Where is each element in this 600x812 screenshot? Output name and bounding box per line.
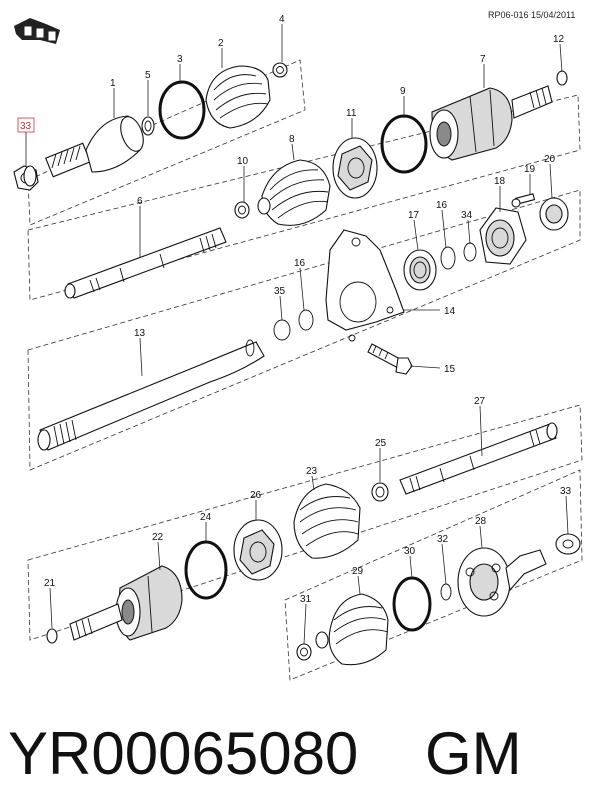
callout-16-lower: 16 [294,258,306,269]
part-2-boot [205,65,271,129]
part-5-clamp [141,116,155,136]
callout-35: 35 [274,286,286,297]
part-4-clamp [272,62,288,78]
callout-3: 3 [177,54,183,65]
callout-21: 21 [44,578,56,589]
part-9-ring [380,114,428,174]
part-26-tripod [233,519,283,581]
panel-outline-4 [27,404,583,641]
part-22-housing [69,565,183,641]
callout-31: 31 [300,594,312,605]
callout-26: 26 [250,490,262,501]
callout-7: 7 [480,54,486,65]
callout-10: 10 [237,156,249,167]
callout-17: 17 [408,210,420,221]
part-25-clamp [371,482,389,502]
callout-4: 4 [279,14,285,25]
callout-27: 27 [474,396,486,407]
panel-outline-1 [27,59,306,226]
callout-8: 8 [289,134,295,145]
front-arrow-icon [14,18,60,44]
callout-32: 32 [437,534,449,545]
callout-30: 30 [404,546,416,557]
callout-13: 13 [134,328,146,339]
part-3-ring [158,80,206,140]
callout-23: 23 [306,466,318,477]
part-13-intermediate-shaft [37,339,265,451]
part-6-shaft [64,227,227,299]
part-28-outer-joint [457,547,547,617]
part-33-nut [13,165,39,191]
callout-15: 15 [444,364,456,375]
part-15-bolt [367,343,413,375]
panel-outline-5 [284,469,583,681]
callout-22: 22 [152,532,164,543]
panel-outline-3 [27,189,581,471]
callout-24: 24 [200,512,212,523]
callout-19: 19 [524,164,536,175]
callout-9: 9 [400,86,406,97]
part-27-shaft [399,422,558,495]
callout-33-lower: 33 [560,486,572,497]
exploded-parts-diagram: RP06-016 15/04/2011 [13,10,583,681]
callout-11: 11 [346,108,357,119]
part-24-ring [184,540,228,600]
callout-14: 14 [444,306,456,317]
part-33-nut-lower [555,533,581,555]
diagram-reference: RP06-016 15/04/2011 [488,10,575,20]
part-35-ring [273,319,291,341]
callout-33-highlight-box [17,117,35,133]
part-17-bearing [403,249,437,291]
callout-6: 6 [137,196,143,207]
callout-12: 12 [553,34,565,45]
callout-16-upper: 16 [436,200,448,211]
callout-2: 2 [218,38,224,49]
part-caption: YR00065080 GM [8,708,598,800]
brand-name: GM [425,720,522,787]
part-16-ring-upper [440,246,456,270]
part-34-ring [463,242,477,262]
callout-labels: 33 1 2 3 4 5 6 7 8 9 10 11 12 13 14 15 1… [17,14,572,605]
callout-34: 34 [461,210,473,221]
part-23-boot [293,483,361,559]
panel-outline-2 [27,94,581,301]
part-10-clamp [234,201,250,219]
callout-20: 20 [544,154,556,165]
part-12-clip [556,70,568,86]
callout-25: 25 [375,438,387,449]
part-21-clip [46,628,58,644]
part-16-ring-lower [298,309,314,331]
part-number: YR00065080 [8,720,359,787]
part-30-ring [392,576,432,632]
part-18-flange [479,207,527,265]
part-20-seal [539,197,569,231]
part-7-housing [429,85,553,161]
part-29-boot [315,593,389,666]
callout-28: 28 [475,516,487,527]
callout-1: 1 [110,78,116,89]
part-19-bolt [511,193,536,208]
part-11-tripod [332,137,378,199]
callout-29: 29 [352,566,364,577]
part-14-bracket [325,229,405,342]
leader-lines [25,24,569,645]
part-1-outer-joint [44,115,144,178]
part-31-clamp [296,643,312,661]
callout-5: 5 [145,70,151,81]
part-32-ring [440,583,452,601]
callout-33-top: 33 [20,121,32,132]
part-8-boot [257,159,331,226]
callout-18: 18 [494,176,506,187]
